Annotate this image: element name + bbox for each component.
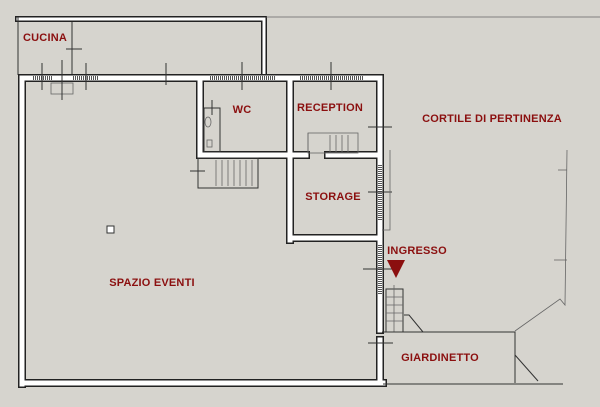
entrance-arrow-icon xyxy=(387,260,405,278)
room-label-cortile: CORTILE DI PERTINENZA xyxy=(422,113,562,125)
room-label-cucina: CUCINA xyxy=(23,32,67,44)
room-label-reception: RECEPTION xyxy=(297,102,363,114)
room-label-wc: WC xyxy=(232,104,252,116)
room-label-spazio-eventi: SPAZIO EVENTI xyxy=(109,277,195,289)
column-marker xyxy=(106,225,115,234)
interior-stairs xyxy=(50,82,359,234)
exterior-outlines xyxy=(382,149,568,385)
room-label-ingresso: INGRESSO xyxy=(387,245,447,257)
room-label-storage: STORAGE xyxy=(305,191,361,203)
section-markers xyxy=(41,48,393,344)
main-walls xyxy=(18,74,387,388)
upper-strip-walls xyxy=(15,16,600,79)
room-label-giardinetto: GIARDINETTO xyxy=(401,352,479,364)
